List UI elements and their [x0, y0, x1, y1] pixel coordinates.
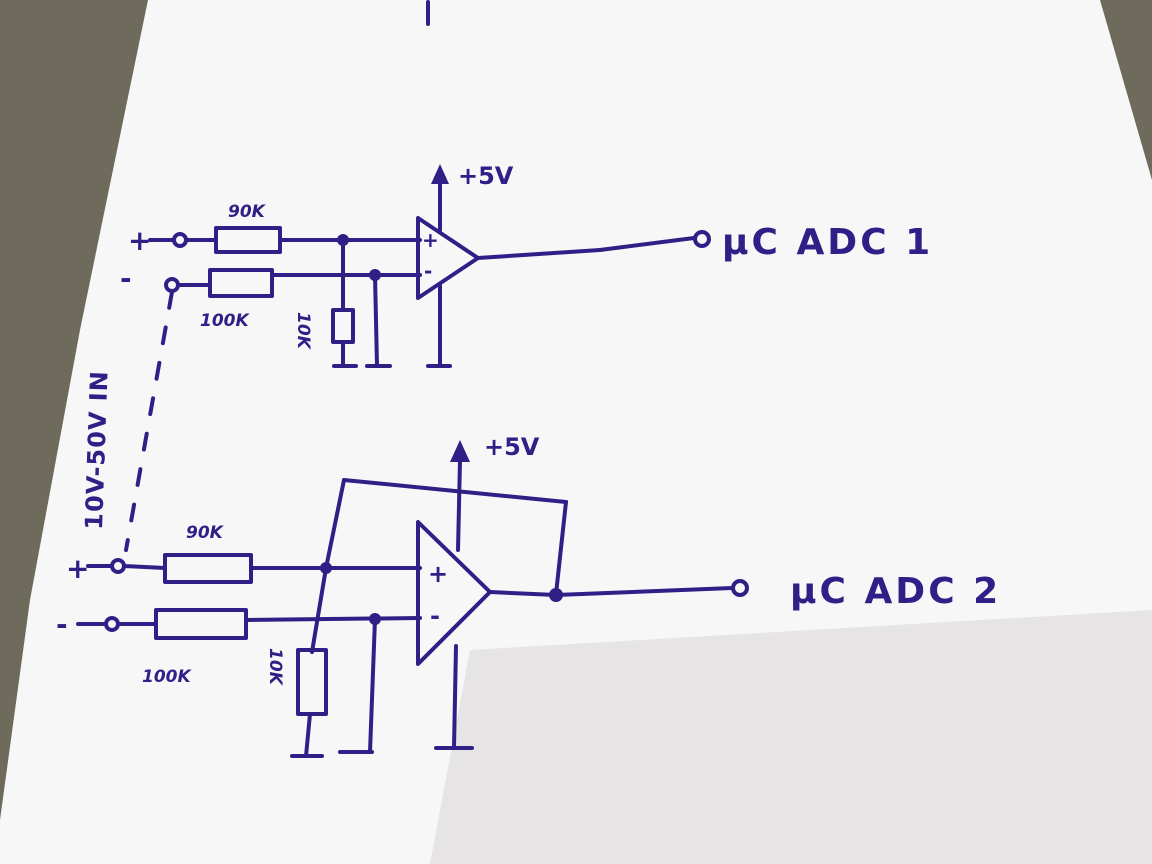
stage2-output-wire	[554, 586, 734, 597]
stage1-opamp-plus: +	[422, 228, 439, 252]
stage-2: + - 90K 100K 10K + -	[56, 433, 1001, 758]
stage-link-dashed	[124, 290, 174, 552]
stage2-opamp	[416, 520, 492, 666]
stage2-label-100k: 100K	[142, 667, 192, 687]
stage1-output-wire	[598, 236, 696, 252]
stage1-output-terminal[interactable]	[693, 230, 711, 248]
stage2-wire	[304, 712, 312, 758]
paper-shadow	[430, 610, 1152, 864]
stage2-supply-label: +5V	[484, 433, 540, 461]
stage-1: + - 90K 100K 10K + - +5V	[120, 162, 933, 368]
stage2-label-10k: 10K	[265, 648, 285, 687]
stage1-output-wire	[476, 248, 602, 260]
stage1-output-label: µC ADC 1	[722, 222, 933, 263]
stage2-opamp-minus: -	[430, 602, 440, 630]
stage2-supply-arrow-icon	[450, 440, 470, 462]
stage1-resistor-100k	[208, 268, 274, 298]
stage2-resistor-100k	[154, 608, 248, 640]
input-range-label: 10V-50V IN	[80, 370, 114, 530]
stage1-input-plus-sign: +	[128, 224, 151, 257]
stage2-feedback-wire	[342, 478, 568, 504]
stage2-opamp-plus: +	[428, 560, 448, 588]
stage1-label-100k: 100K	[200, 311, 250, 331]
stage2-wire	[452, 644, 458, 750]
stage1-wire	[373, 273, 379, 368]
stage2-wire	[122, 564, 167, 570]
stage2-input-minus-sign: -	[56, 608, 68, 641]
stage1-supply-label: +5V	[458, 162, 514, 190]
stage2-label-90k: 90K	[186, 523, 225, 543]
stage2-wire	[368, 617, 377, 754]
stage2-output-wire	[488, 590, 558, 597]
stage1-opamp	[416, 216, 480, 300]
stage2-supply-wire	[456, 458, 462, 552]
stage2-output-terminal[interactable]	[731, 579, 749, 597]
stage1-supply-arrow-icon	[431, 164, 449, 184]
stage2-wire	[244, 616, 422, 622]
stage1-label-10k: 10K	[293, 312, 313, 351]
stage2-input-plus-sign: +	[66, 552, 89, 585]
stage2-output-label: µC ADC 2	[790, 571, 1001, 612]
stage1-opamp-minus: -	[424, 259, 432, 283]
stage1-input-minus-sign: -	[120, 262, 132, 295]
stage2-wire	[310, 566, 328, 654]
stage1-label-90k: 90K	[228, 202, 267, 222]
stage2-feedback-wire	[554, 500, 568, 596]
stage2-feedback-wire	[324, 478, 346, 570]
